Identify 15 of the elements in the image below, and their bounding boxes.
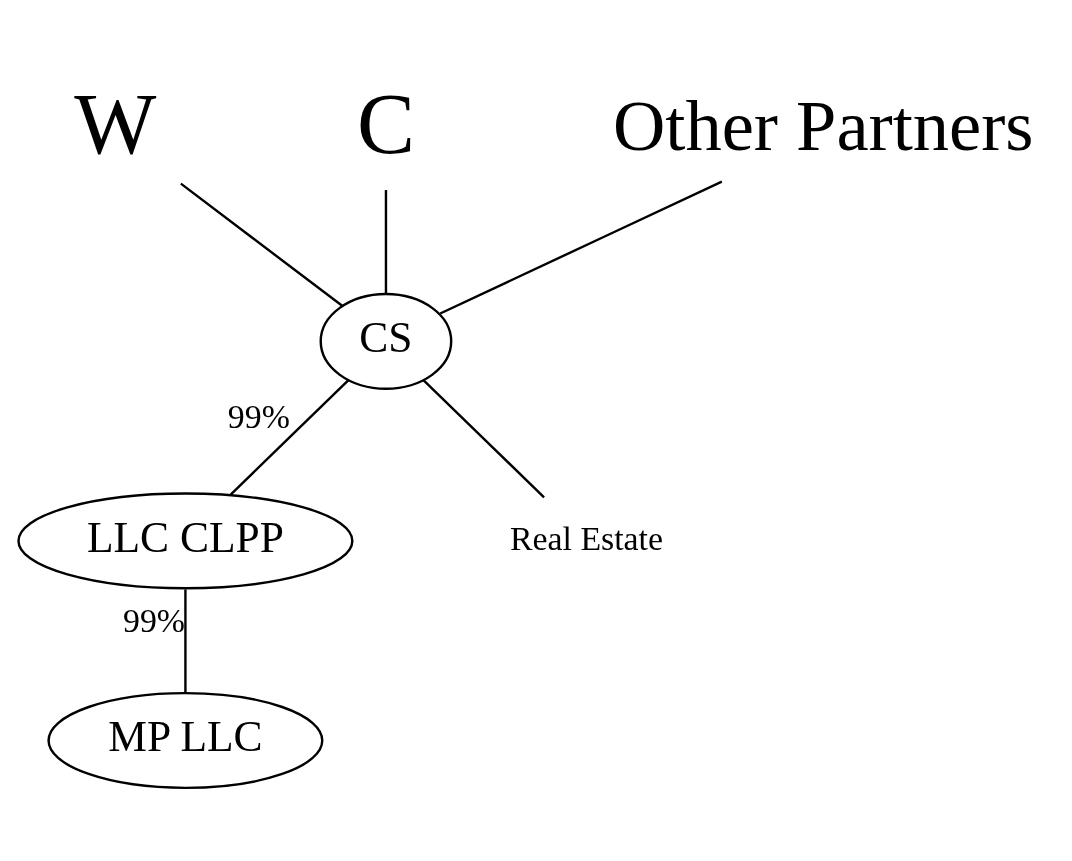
node-text: Other Partners xyxy=(612,84,1034,166)
node-ellipse: MP LLC xyxy=(47,691,324,789)
connector xyxy=(384,189,388,293)
edge-label: 99% xyxy=(227,397,290,435)
connector xyxy=(422,379,545,498)
node-text: C xyxy=(356,74,415,172)
connector xyxy=(439,179,723,315)
edge-label: 99% xyxy=(123,601,185,639)
node-text: Real Estate xyxy=(509,519,664,557)
connector xyxy=(180,182,343,307)
node-ellipse: CS xyxy=(319,292,453,390)
node-ellipse: LLC CLPP xyxy=(17,491,354,589)
connector xyxy=(229,379,350,495)
node-text: W xyxy=(74,74,157,172)
connector xyxy=(184,589,187,692)
